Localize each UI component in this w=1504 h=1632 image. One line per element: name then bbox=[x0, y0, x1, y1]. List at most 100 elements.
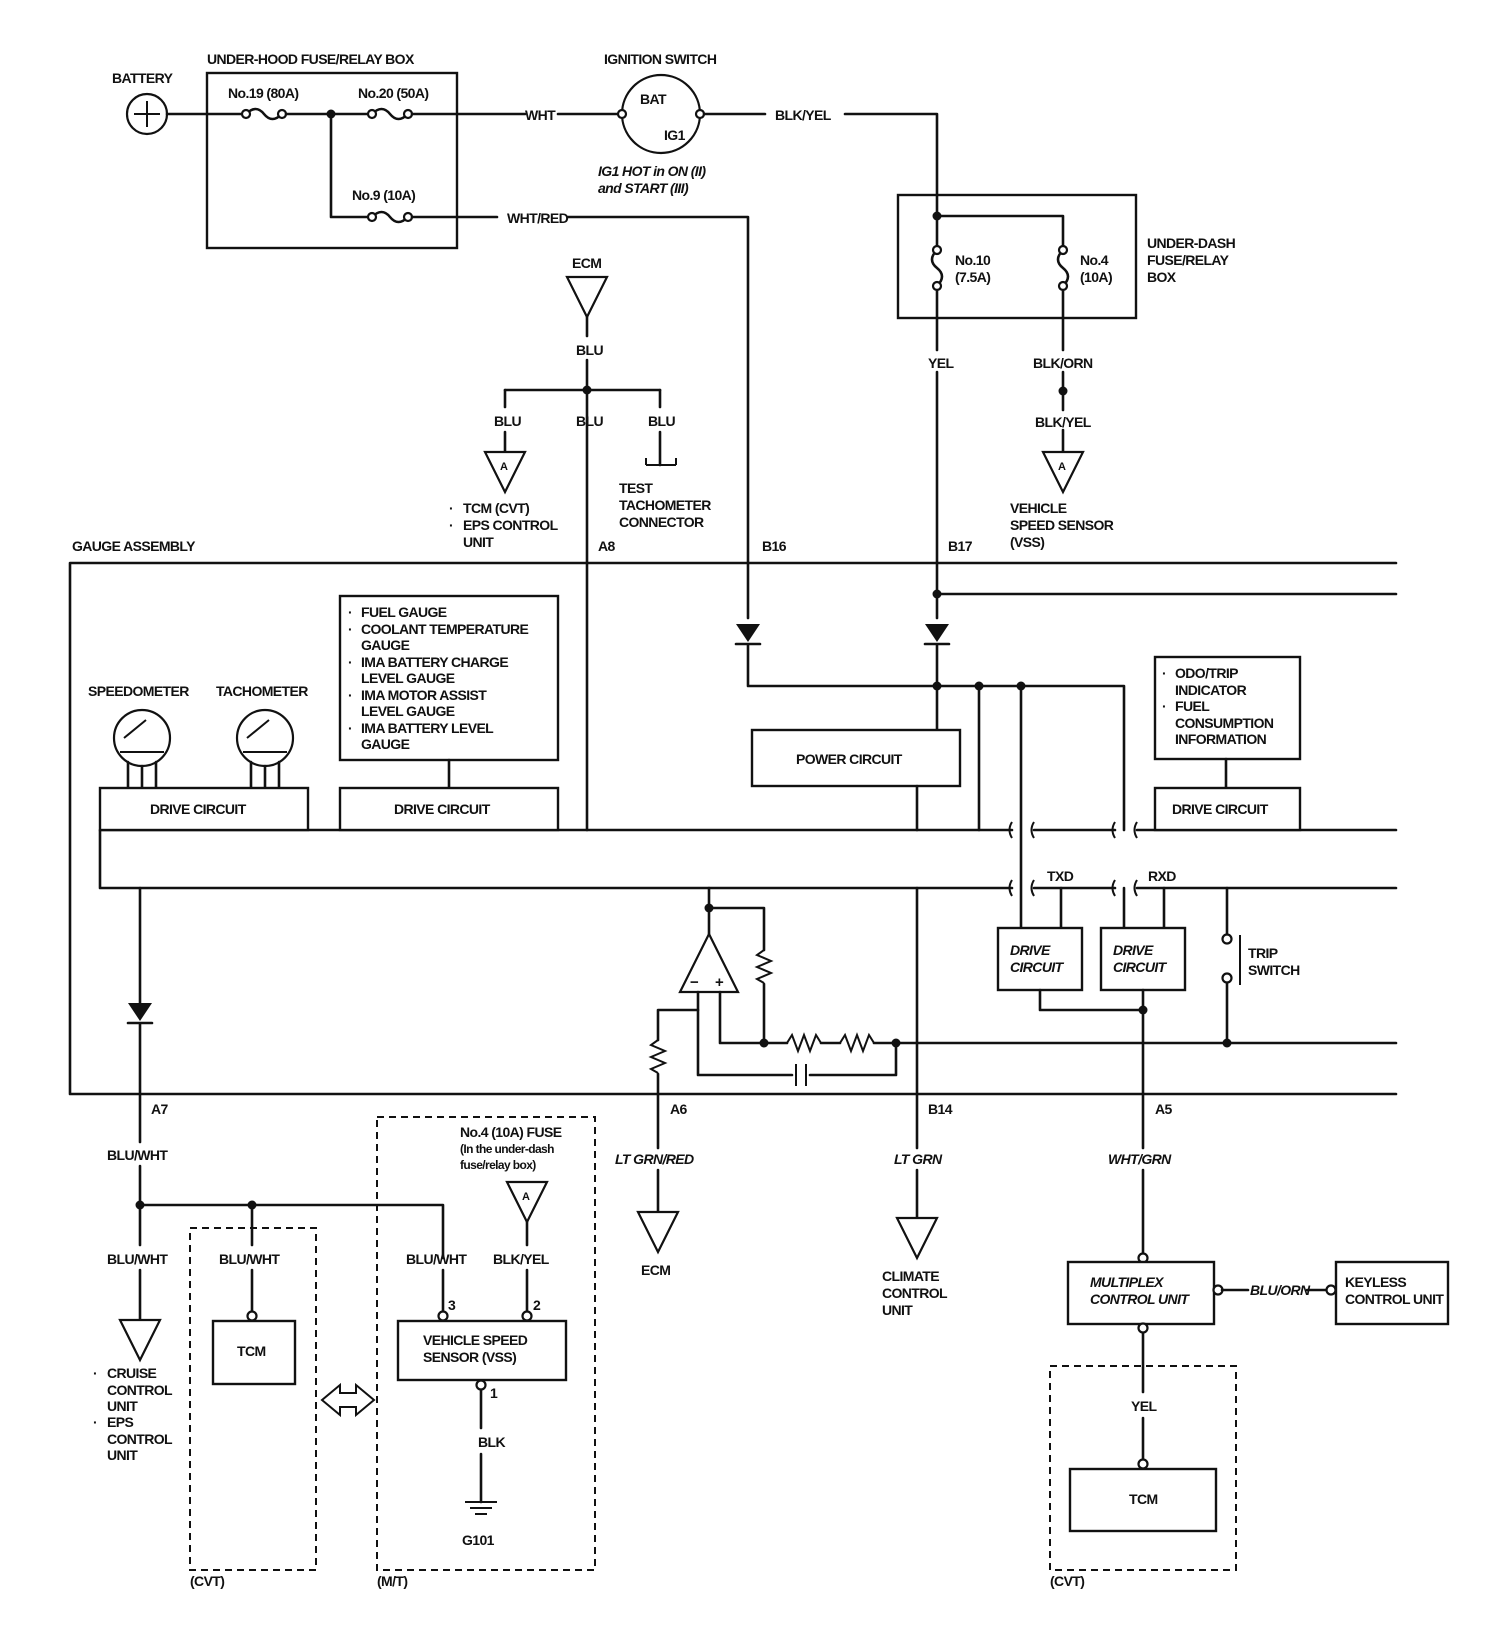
drive-circuit-txd-label-1: DRIVE bbox=[1010, 942, 1051, 958]
pin-b16-label: B16 bbox=[762, 538, 787, 554]
eps-bullet: · bbox=[449, 517, 453, 533]
gauge-assembly: GAUGE ASSEMBLY A8 B16 B17 SPEEDOMETER TA… bbox=[68, 538, 1398, 1096]
switch-label: SWITCH bbox=[1248, 962, 1300, 978]
g101-label: G101 bbox=[462, 1532, 495, 1548]
odo-list-item: INDICATOR bbox=[1175, 682, 1247, 698]
ignition-switch-icon bbox=[620, 73, 702, 155]
fuse20-label: No.20 (50A) bbox=[358, 85, 428, 101]
vss-sensor-box bbox=[396, 1319, 568, 1382]
gauges-list-item: FUEL GAUGE bbox=[361, 604, 447, 620]
gauges-list-item: IMA BATTERY CHARGE bbox=[361, 654, 508, 670]
drive-circuit-txd-box bbox=[996, 926, 1084, 992]
underdash-box-label-3: BOX bbox=[1147, 269, 1177, 285]
mt-label: (M/T) bbox=[377, 1573, 407, 1589]
cvt-tcm-right-group bbox=[1049, 1365, 1237, 1571]
vss-box-label-1: VEHICLE SPEED bbox=[423, 1332, 528, 1348]
eps-bottom-label-1: EPS bbox=[107, 1414, 133, 1430]
drive-circuit-rxd-box bbox=[1099, 926, 1187, 992]
drive-circuit-meters-label: DRIVE CIRCUIT bbox=[150, 801, 247, 817]
fuse10-icon bbox=[930, 248, 944, 288]
op-amp-icon bbox=[678, 931, 740, 994]
vss-connector-a-icon bbox=[1041, 450, 1085, 495]
ground-icon bbox=[465, 1501, 497, 1515]
drive-circuit-gauges-box bbox=[338, 786, 560, 832]
txd-label: TXD bbox=[1047, 868, 1074, 884]
pin-b14-label: B14 bbox=[928, 1101, 953, 1117]
resistor-r1-icon bbox=[786, 1032, 822, 1054]
mt-fuse-note-2: (In the under-dash bbox=[460, 1142, 554, 1156]
drive-circuit-gauges-label: DRIVE CIRCUIT bbox=[394, 801, 491, 817]
svg-text:·: · bbox=[348, 621, 352, 637]
wire-blk-yel-label: BLK/YEL bbox=[775, 107, 832, 123]
power-supply-section: BATTERY UNDER-HOOD FUSE/RELAY BOX No.19 … bbox=[112, 51, 1236, 620]
pin3-label: 3 bbox=[448, 1297, 456, 1313]
odo-list-item: FUEL bbox=[1175, 698, 1210, 714]
input-resistor-icon bbox=[648, 1039, 668, 1074]
fuse4-label-1: No.4 bbox=[1080, 252, 1109, 268]
climate-label-2: CONTROL bbox=[882, 1285, 948, 1301]
wire-blu-orn-label: BLU/ORN bbox=[1250, 1282, 1311, 1298]
gauges-list-item: LEVEL GAUGE bbox=[361, 670, 455, 686]
speedometer-icon bbox=[112, 708, 172, 768]
gauge-assembly-title: GAUGE ASSEMBLY bbox=[72, 538, 196, 554]
svg-text:·: · bbox=[348, 720, 352, 736]
cruise-label-2: CONTROL bbox=[107, 1382, 173, 1398]
trip-label: TRIP bbox=[1248, 945, 1278, 961]
either-or-arrow-icon bbox=[320, 1382, 376, 1418]
gauges-list-item: GAUGE bbox=[361, 736, 410, 752]
cruise-label-3: UNIT bbox=[107, 1398, 138, 1414]
fuse10-label-2: (7.5A) bbox=[955, 269, 990, 285]
underdash-box-label-2: FUSE/RELAY bbox=[1147, 252, 1230, 268]
tcm-right-box bbox=[1068, 1467, 1218, 1533]
vss-label-2: SPEED SENSOR bbox=[1010, 517, 1114, 533]
wire-blk-yel-vss-bottom-label: BLK/YEL bbox=[493, 1251, 550, 1267]
drive-circuit-odo-label: DRIVE CIRCUIT bbox=[1172, 801, 1269, 817]
underhood-fuse-box bbox=[205, 71, 459, 250]
svg-text:·: · bbox=[93, 1365, 97, 1381]
svg-text:·: · bbox=[348, 654, 352, 670]
pin-a6-label: A6 bbox=[670, 1101, 688, 1117]
svg-text:−: − bbox=[690, 974, 699, 991]
speedometer-label: SPEEDOMETER bbox=[88, 683, 189, 699]
svg-text:+: + bbox=[715, 974, 724, 991]
cvt-tcm-group bbox=[189, 1227, 317, 1571]
climate-label-1: CLIMATE bbox=[882, 1268, 939, 1284]
climate-connector-icon bbox=[895, 1216, 939, 1261]
trip-switch-icon bbox=[1221, 933, 1233, 945]
climate-label-3: UNIT bbox=[882, 1302, 913, 1318]
drive-circuit-rxd-label-2: CIRCUIT bbox=[1113, 959, 1168, 975]
wire-wht-label: WHT bbox=[525, 107, 556, 123]
wire-wht-grn-label: WHT/GRN bbox=[1108, 1151, 1172, 1167]
wire-yel-label: YEL bbox=[928, 355, 954, 371]
fuse4-icon bbox=[1056, 248, 1070, 288]
wire-yel-tcm-label: YEL bbox=[1131, 1398, 1157, 1414]
drive-circuit-meters-box bbox=[98, 786, 310, 832]
mt-vss-group bbox=[376, 1116, 596, 1571]
ig1-note-line1: IG1 HOT in ON (II) bbox=[598, 163, 706, 179]
eps-label-2: UNIT bbox=[463, 534, 494, 550]
pin-a5-label: A5 bbox=[1155, 1101, 1173, 1117]
eps-bottom-label-2: CONTROL bbox=[107, 1431, 173, 1447]
tcm-cvt-bullet: · bbox=[449, 500, 453, 516]
ecm-bottom-label: ECM bbox=[641, 1262, 670, 1278]
wire-blu-label-left: BLU bbox=[494, 413, 521, 429]
odo-list-item: INFORMATION bbox=[1175, 731, 1267, 747]
power-circuit-box bbox=[750, 728, 962, 788]
odo-list-item: CONSUMPTION bbox=[1175, 715, 1274, 731]
underhood-box-label: UNDER-HOOD FUSE/RELAY BOX bbox=[207, 51, 415, 67]
tachometer-label: TACHOMETER bbox=[216, 683, 308, 699]
mt-fuse-connector-a-label: A bbox=[522, 1191, 530, 1203]
gauges-list: · FUEL GAUGE · COOLANT TEMPERATURE GAUGE… bbox=[348, 604, 529, 752]
wire-lt-grn-label: LT GRN bbox=[894, 1151, 943, 1167]
eps-bottom-label-3: UNIT bbox=[107, 1447, 138, 1463]
rxd-label: RXD bbox=[1148, 868, 1176, 884]
wire-blk-yel-vss-label: BLK/YEL bbox=[1035, 414, 1092, 430]
capacitor-icon bbox=[795, 1064, 807, 1086]
cruise-label-1: CRUISE bbox=[107, 1365, 157, 1381]
ignition-switch-label: IGNITION SWITCH bbox=[604, 51, 717, 67]
odo-info-box bbox=[1153, 655, 1302, 761]
wire-blk-orn-label: BLK/ORN bbox=[1033, 355, 1093, 371]
gauges-list-item: GAUGE bbox=[361, 637, 410, 653]
fuse19-icon bbox=[244, 107, 284, 121]
underdash-fuse-box bbox=[896, 193, 1138, 320]
